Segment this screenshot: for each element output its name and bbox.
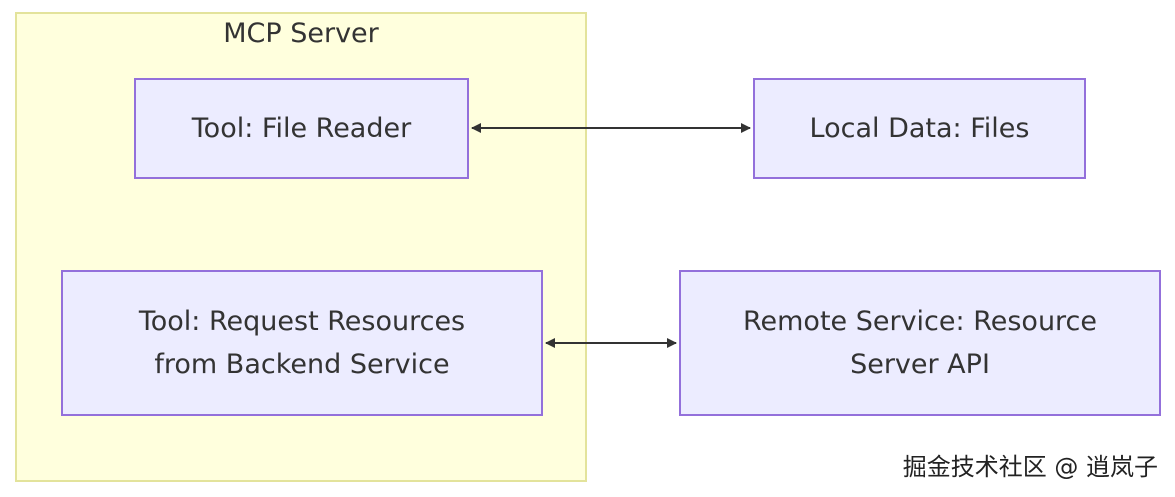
tool-request-resources-line-2: from Backend Service [154,349,450,380]
tool-request-resources-line-1: Tool: Request Resources [138,306,466,337]
watermark-text: 掘金技术社区 @ 逍岚子 [902,453,1158,481]
tool-request-resources-label: Tool: Request Resources from Backend Ser… [139,300,465,386]
tool-request-resources-node: Tool: Request Resources from Backend Ser… [61,270,543,416]
remote-service-line-2: Server API [850,349,990,380]
mcp-server-group-title: MCP Server [223,18,379,49]
remote-service-node: Remote Service: Resource Server API [679,270,1161,416]
local-data-files-label: Local Data: Files [809,113,1030,144]
tool-file-reader-label: Tool: File Reader [191,113,412,144]
tool-file-reader-node: Tool: File Reader [134,78,469,179]
local-data-files-node: Local Data: Files [753,78,1086,179]
remote-service-line-1: Remote Service: Resource [742,306,1098,337]
remote-service-label: Remote Service: Resource Server API [743,300,1097,386]
